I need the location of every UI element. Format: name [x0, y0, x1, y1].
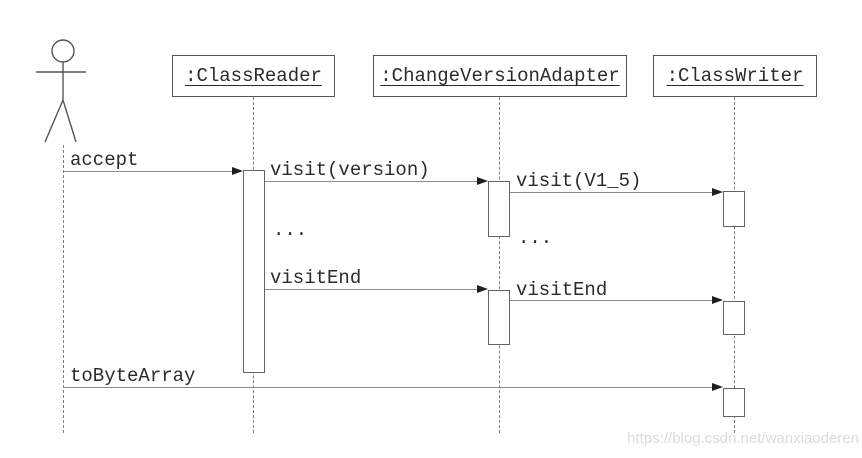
message-label-visit-version: visit(version) — [270, 159, 430, 181]
message-label-visitend-1: visitEnd — [270, 267, 362, 289]
arrowhead-icon — [477, 177, 488, 185]
message-label-visitend-2: visitEnd — [516, 279, 608, 301]
message-line — [265, 289, 486, 290]
activation-changeversionadapter-2 — [488, 290, 510, 345]
message-line — [64, 387, 721, 388]
lifeline-classwriter — [734, 97, 735, 433]
lifeline-changeversionadapter — [499, 97, 500, 433]
activation-changeversionadapter-1 — [488, 181, 510, 237]
message-line — [510, 300, 721, 301]
message-label-accept: accept — [70, 149, 139, 171]
participant-box-classwriter: :ClassWriter — [653, 55, 817, 97]
watermark-text: https://blog.csdn.net/wanxiaoderen — [627, 430, 859, 447]
arrowhead-icon — [712, 188, 723, 196]
arrowhead-icon — [477, 285, 488, 293]
actor-icon — [36, 39, 86, 143]
message-line — [64, 171, 241, 172]
ellipsis-changeversionadapter: ... — [518, 227, 553, 249]
participant-label: :ClassReader — [185, 65, 322, 87]
arrowhead-icon — [712, 383, 723, 391]
participant-box-classreader: :ClassReader — [172, 55, 335, 97]
participant-box-changeversionadapter: :ChangeVersionAdapter — [373, 55, 627, 97]
message-line — [510, 192, 721, 193]
message-label-tobytearray: toByteArray — [70, 365, 196, 387]
participant-label: :ClassWriter — [666, 65, 804, 87]
message-label-visit-v1-5: visit(V1_5) — [516, 170, 642, 192]
message-line — [265, 181, 486, 182]
activation-classwriter-1 — [723, 191, 745, 227]
activation-classreader — [243, 170, 265, 373]
arrowhead-icon — [232, 167, 243, 175]
lifeline-actor — [63, 145, 64, 433]
ellipsis-classreader: ... — [273, 219, 308, 241]
participant-label: :ChangeVersionAdapter — [380, 65, 620, 87]
activation-classwriter-3 — [723, 388, 745, 417]
activation-classwriter-2 — [723, 301, 745, 335]
arrowhead-icon — [712, 296, 723, 304]
